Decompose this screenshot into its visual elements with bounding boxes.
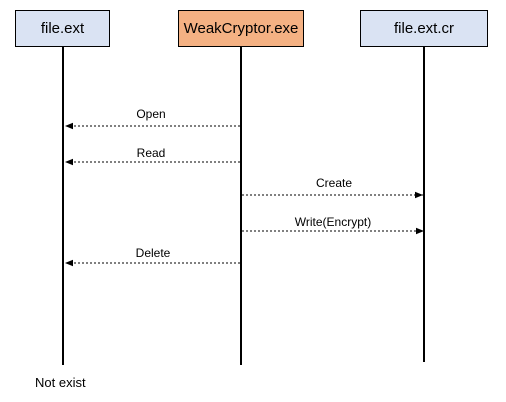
message-label-open: Open: [136, 107, 166, 121]
actor-weakcryptor-label: WeakCryptor.exe: [183, 20, 299, 37]
message-label-delete: Delete: [135, 246, 171, 260]
lifeline-file-ext-cr: [423, 47, 425, 362]
lifeline-weakcryptor: [240, 47, 242, 365]
actor-file-ext-cr: file.ext.cr: [360, 10, 488, 47]
note-not-exist: Not exist: [35, 375, 86, 390]
message-label-write-encrypt: Write(Encrypt): [294, 215, 372, 229]
message-label-create: Create: [315, 176, 353, 190]
message-label-read: Read: [136, 146, 166, 160]
actor-file-ext-cr-label: file.ext.cr: [393, 20, 454, 37]
actor-weakcryptor: WeakCryptor.exe: [178, 10, 304, 47]
actor-file-ext-label: file.ext: [40, 20, 85, 37]
lifeline-file-ext: [62, 47, 64, 365]
actor-file-ext: file.ext: [15, 10, 110, 47]
